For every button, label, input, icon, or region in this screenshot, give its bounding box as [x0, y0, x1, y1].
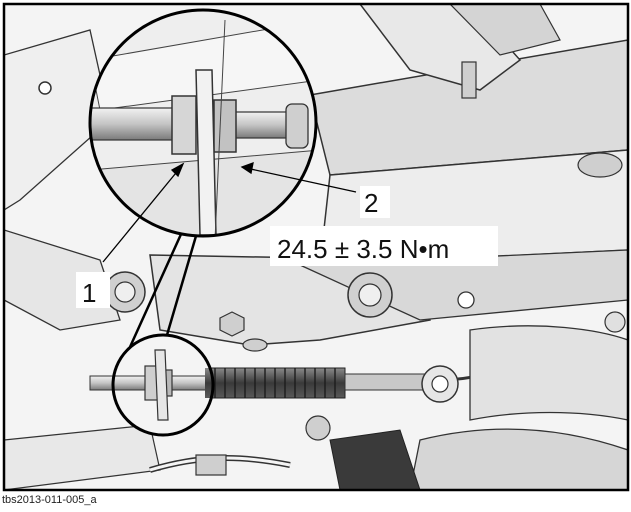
svg-text:1: 1	[82, 278, 96, 308]
callout-2: 2	[360, 186, 390, 218]
zoom-leader-right	[165, 235, 198, 336]
zoom-shaft	[90, 107, 181, 141]
figure-caption: tbs2013-011-005_a	[2, 494, 97, 506]
bracket-tab	[195, 69, 217, 236]
svg-text:24.5 ± 3.5 N•m: 24.5 ± 3.5 N•m	[277, 234, 449, 264]
mechanical-scene	[4, 4, 628, 490]
lock-nut	[171, 95, 197, 155]
bracket-bolt-center	[347, 272, 393, 318]
callout-arrows	[102, 161, 357, 263]
torque-spec: 24.5 ± 3.5 N•m	[270, 226, 498, 266]
bolt-upper	[461, 61, 477, 99]
jam-nut	[213, 99, 237, 153]
detail-circle-small	[111, 333, 215, 437]
detail-circle-zoom	[88, 8, 318, 238]
upper-frame-arm	[309, 39, 628, 176]
callout-1: 1	[76, 272, 110, 308]
zoom-leader-left	[128, 231, 184, 348]
figure-frame	[2, 2, 630, 492]
svg-text:2: 2	[364, 188, 378, 218]
bracket-bolt-left	[104, 271, 146, 313]
